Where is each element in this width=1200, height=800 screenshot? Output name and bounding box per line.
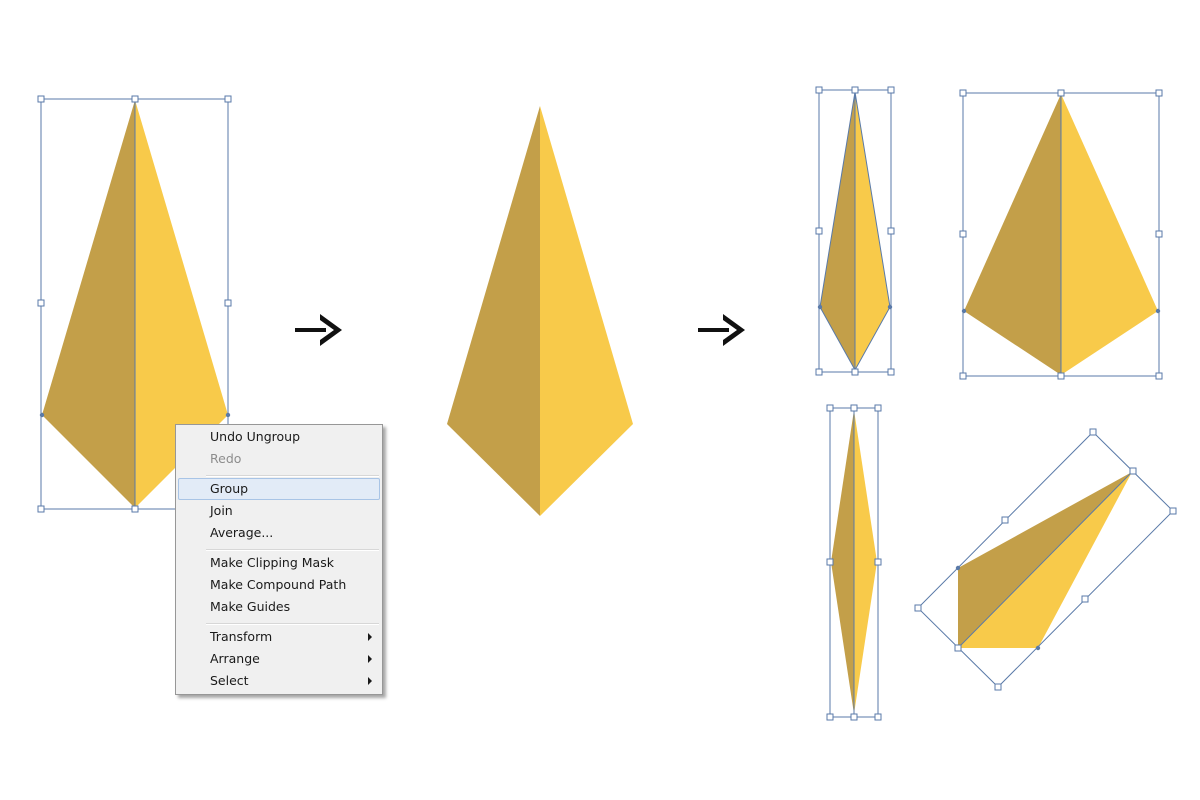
submenu-arrow-icon bbox=[368, 633, 372, 641]
kite-rotated-selected[interactable] bbox=[914, 428, 1177, 691]
menu-item-group[interactable]: Group bbox=[178, 478, 380, 500]
menu-item-make-guides[interactable]: Make Guides bbox=[210, 599, 291, 614]
kite-rotated-selection-box[interactable] bbox=[914, 428, 1177, 691]
menu-separator bbox=[206, 623, 379, 625]
kite-center-dark-facet bbox=[447, 106, 540, 516]
arrow-right-icon bbox=[698, 314, 745, 346]
kite-wide-selection-box[interactable] bbox=[959, 89, 1163, 380]
menu-item-transform[interactable]: Transform bbox=[210, 629, 273, 644]
kite-thin-selection-box[interactable] bbox=[826, 404, 882, 721]
menu-separator bbox=[206, 475, 379, 477]
kite-thin-light-facet bbox=[854, 410, 877, 714]
kite-left-selection-box[interactable] bbox=[37, 95, 232, 513]
arrow-right-icon bbox=[295, 314, 342, 346]
menu-item-redo: Redo bbox=[210, 451, 242, 466]
kite-thin-dark-facet bbox=[831, 410, 854, 714]
kite-wide-light-facet bbox=[1061, 94, 1158, 375]
menu-item-select[interactable]: Select bbox=[210, 673, 249, 688]
menu-item-arrange[interactable]: Arrange bbox=[210, 651, 260, 666]
kite-thin-selected[interactable] bbox=[826, 404, 882, 721]
kite-left-light-facet bbox=[135, 100, 228, 508]
menu-item-undo-ungroup[interactable]: Undo Ungroup bbox=[210, 429, 301, 444]
menu-item-average[interactable]: Average... bbox=[210, 525, 274, 540]
menu-item-make-clipping-mask[interactable]: Make Clipping Mask bbox=[210, 555, 334, 570]
menu-separator bbox=[206, 549, 379, 551]
kite-center-light-facet bbox=[540, 106, 633, 516]
kite-narrow-selected[interactable] bbox=[815, 86, 895, 376]
kite-narrow-dark-facet bbox=[820, 92, 855, 370]
submenu-arrow-icon bbox=[368, 655, 372, 663]
menu-item-join[interactable]: Join bbox=[210, 503, 233, 518]
submenu-arrow-icon bbox=[368, 677, 372, 685]
kite-left-dark-facet bbox=[42, 100, 135, 508]
kite-wide-selected[interactable] bbox=[959, 89, 1163, 380]
menu-item-make-compound-path[interactable]: Make Compound Path bbox=[210, 577, 347, 592]
kite-center-grouped[interactable] bbox=[447, 106, 633, 516]
kite-wide-dark-facet bbox=[964, 94, 1061, 375]
kite-narrow-light-facet bbox=[855, 92, 890, 370]
kite-narrow-selection-box[interactable] bbox=[815, 86, 895, 376]
kite-left-selected[interactable] bbox=[37, 95, 232, 513]
